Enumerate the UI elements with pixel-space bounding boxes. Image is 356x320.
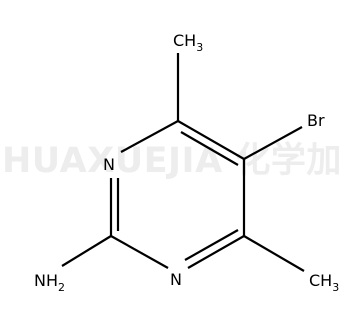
bromine-label: Br: [307, 111, 325, 130]
bond-c6-methyl: [243, 235, 305, 272]
methyl-label-top: CH3: [173, 31, 203, 54]
bond-n1-c2: [110, 235, 169, 269]
bond-c4-c5-inner: [180, 131, 239, 166]
ring-nitrogen-label-bottom: N: [170, 270, 182, 289]
bond-c4-c5: [177, 120, 245, 160]
bond-c2-amine: [61, 235, 112, 267]
bond-n3-c4: [120, 120, 179, 153]
methyl-label-bottom: CH3: [309, 271, 339, 294]
bond-c5-bromine: [243, 126, 303, 160]
bond-c6-n1: [187, 235, 245, 269]
bond-c6-n1-inner: [184, 229, 239, 261]
amine-label: NH2: [34, 271, 65, 294]
watermark-text: HUAXUEJIA 化学加: [2, 140, 342, 181]
ring-nitrogen-label-top: N: [103, 155, 115, 174]
